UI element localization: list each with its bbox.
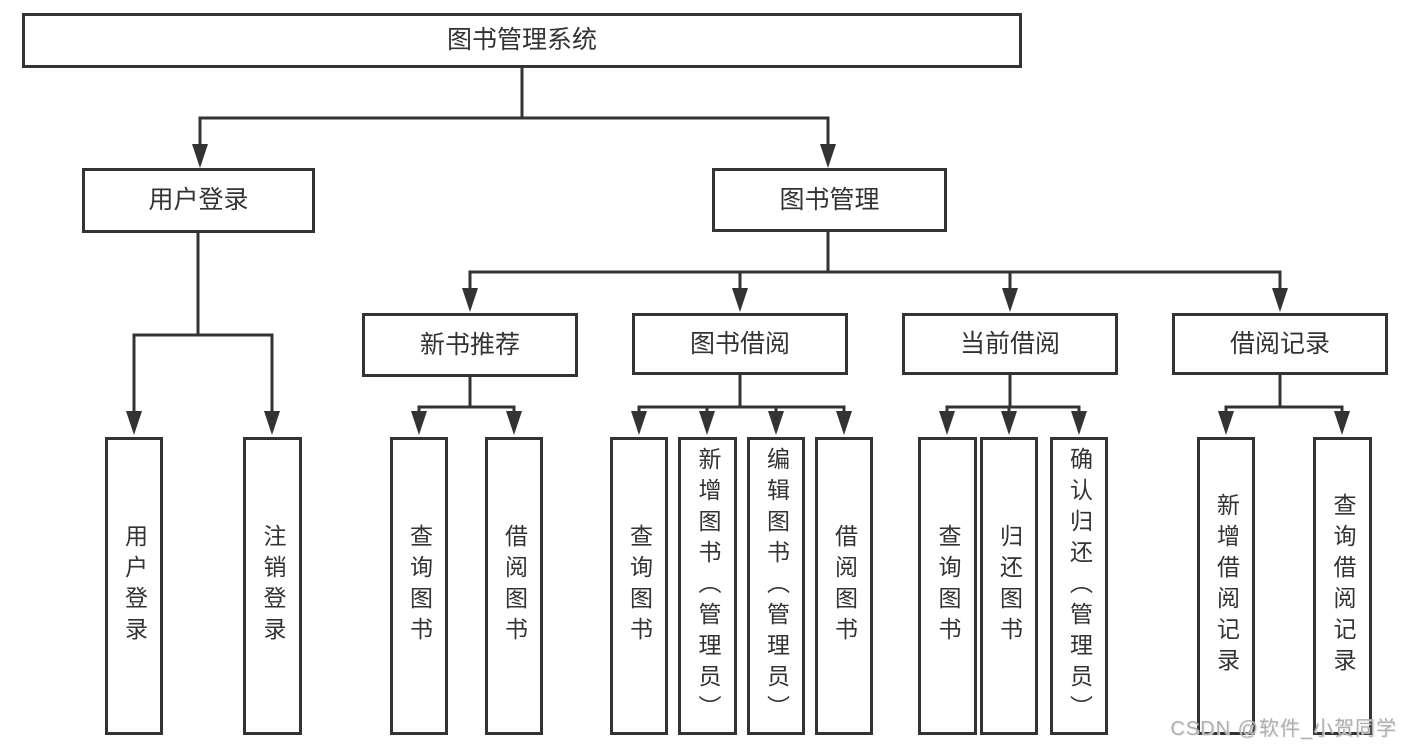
node-book-borrowing: 图书借阅 — [632, 313, 848, 375]
node-borrowing-records: 借阅记录 — [1172, 313, 1388, 375]
node-leaf-borrow-books: 借阅图书 — [815, 437, 873, 735]
node-book-management: 图书管理 — [712, 168, 947, 232]
csdn-watermark: CSDN @软件_小贺同学 — [1170, 718, 1397, 740]
node-leaf-add-borrow-record: 新增借阅记录 — [1197, 437, 1255, 735]
node-current-borrowing: 当前借阅 — [902, 313, 1118, 375]
node-leaf-return-books: 归还图书 — [980, 437, 1038, 735]
node-leaf-borrow-books-recommend: 借阅图书 — [485, 437, 543, 735]
node-leaf-query-books-current: 查询图书 — [918, 437, 977, 735]
node-root-library-system: 图书管理系统 — [22, 13, 1022, 68]
node-leaf-confirm-return-admin: 确认归还（管理员） — [1050, 437, 1108, 735]
node-leaf-query-books-recommend: 查询图书 — [390, 437, 448, 735]
node-user-login: 用户登录 — [82, 168, 315, 233]
node-leaf-query-books-borrowing: 查询图书 — [610, 437, 668, 735]
node-leaf-logout: 注销登录 — [243, 437, 302, 735]
node-leaf-edit-books-admin: 编辑图书（管理员） — [747, 437, 805, 735]
node-new-book-recommend: 新书推荐 — [362, 313, 578, 377]
node-leaf-user-login: 用户登录 — [105, 437, 163, 735]
node-leaf-add-books-admin: 新增图书（管理员） — [678, 437, 737, 735]
node-leaf-query-borrow-record: 查询借阅记录 — [1313, 437, 1372, 735]
